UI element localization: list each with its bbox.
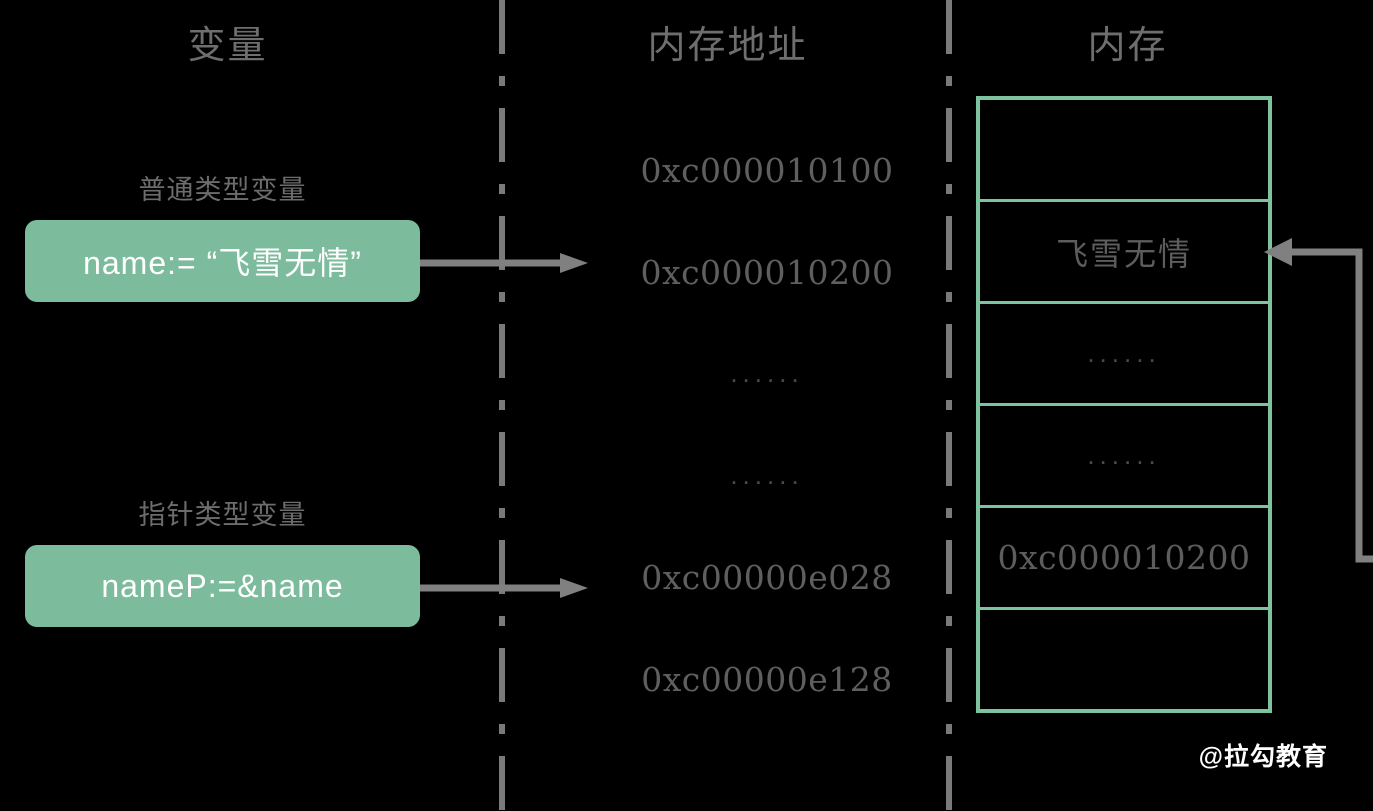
memory-cell-3: ...... xyxy=(980,406,1268,509)
memory-cell-1-label: 飞雪无情 xyxy=(1055,235,1192,272)
memory-block: 飞雪无情 ...... ...... 0xc000010200 xyxy=(976,96,1272,713)
memory-cell-2: ...... xyxy=(980,304,1268,407)
column-header-memory: 内存 xyxy=(1087,25,1168,67)
arrow-pointer-to-address-icon xyxy=(420,578,588,598)
variable-group-pointer: 指针类型变量 nameP:=&name xyxy=(25,493,420,627)
arrow-pointer-dereference-icon xyxy=(1264,238,1373,563)
arrow-name-to-address-icon xyxy=(420,253,588,273)
memory-cell-4: 0xc000010200 xyxy=(980,508,1268,611)
address-row-2: ...... xyxy=(730,358,804,388)
memory-cell-5 xyxy=(980,610,1268,712)
address-row-3: ...... xyxy=(730,460,804,490)
watermark: @拉勾教育 xyxy=(1198,743,1328,771)
address-row-5: 0xc00000e128 xyxy=(641,660,893,699)
address-row-1: 0xc000010200 xyxy=(640,253,894,292)
memory-cell-4-label: 0xc000010200 xyxy=(997,538,1251,578)
divider-address-memory xyxy=(946,0,952,811)
column-header-variable: 变量 xyxy=(187,25,268,67)
variable-box-name[interactable]: name:= “飞雪无情” xyxy=(25,220,420,302)
variable-group-normal: 普通类型变量 name:= “飞雪无情” xyxy=(25,168,420,302)
variable-caption-pointer: 指针类型变量 xyxy=(138,500,307,530)
memory-cell-2-label: ...... xyxy=(1087,338,1161,369)
memory-cell-3-label: ...... xyxy=(1087,440,1161,471)
address-row-0: 0xc000010100 xyxy=(640,151,894,190)
column-header-memory-address: 内存地址 xyxy=(647,25,808,67)
address-row-4: 0xc00000e028 xyxy=(641,558,893,597)
memory-cell-0 xyxy=(980,100,1268,203)
divider-variable-address xyxy=(499,0,505,811)
memory-cell-1: 飞雪无情 xyxy=(980,202,1268,305)
variable-box-namep[interactable]: nameP:=&name xyxy=(25,545,420,627)
variable-caption-normal: 普通类型变量 xyxy=(138,175,307,205)
